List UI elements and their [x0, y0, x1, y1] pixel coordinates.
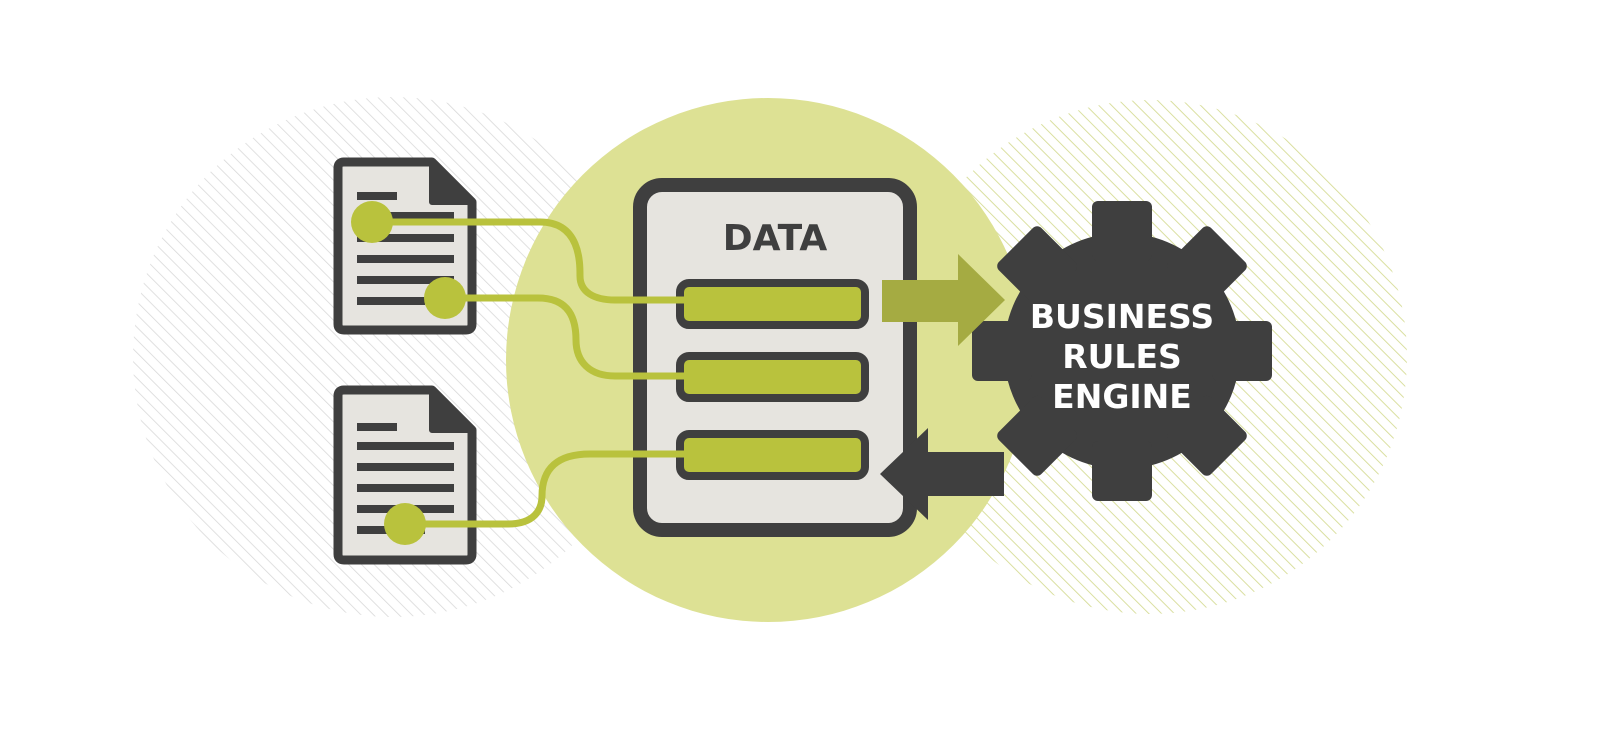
- data-field-2: [676, 352, 869, 402]
- hatched-left-circle: [133, 97, 653, 617]
- engine-label-line-1: BUSINESS: [1030, 297, 1214, 336]
- engine-label-line-2: RULES: [1062, 337, 1182, 376]
- data-field-3: [676, 430, 869, 480]
- data-panel: DATA: [633, 178, 917, 537]
- data-panel-title: DATA: [723, 218, 828, 259]
- engine-label: BUSINESS RULES ENGINE: [1030, 297, 1214, 416]
- connector-dot: [351, 201, 393, 243]
- connector-dot: [384, 503, 426, 545]
- data-field-1: [676, 279, 869, 329]
- connector-dot: [424, 277, 466, 319]
- connector-line: [401, 450, 688, 528]
- gear-icon: [972, 201, 1272, 501]
- arrow-to-engine-icon: [882, 254, 1005, 346]
- connector-line: [441, 294, 688, 380]
- connector-lines: [368, 218, 688, 528]
- document-icon: [333, 385, 477, 565]
- engine-label-line-3: ENGINE: [1052, 377, 1192, 416]
- connector-dots: [351, 201, 466, 545]
- connector-line: [368, 218, 688, 304]
- arrow-to-data-icon: [880, 428, 1004, 520]
